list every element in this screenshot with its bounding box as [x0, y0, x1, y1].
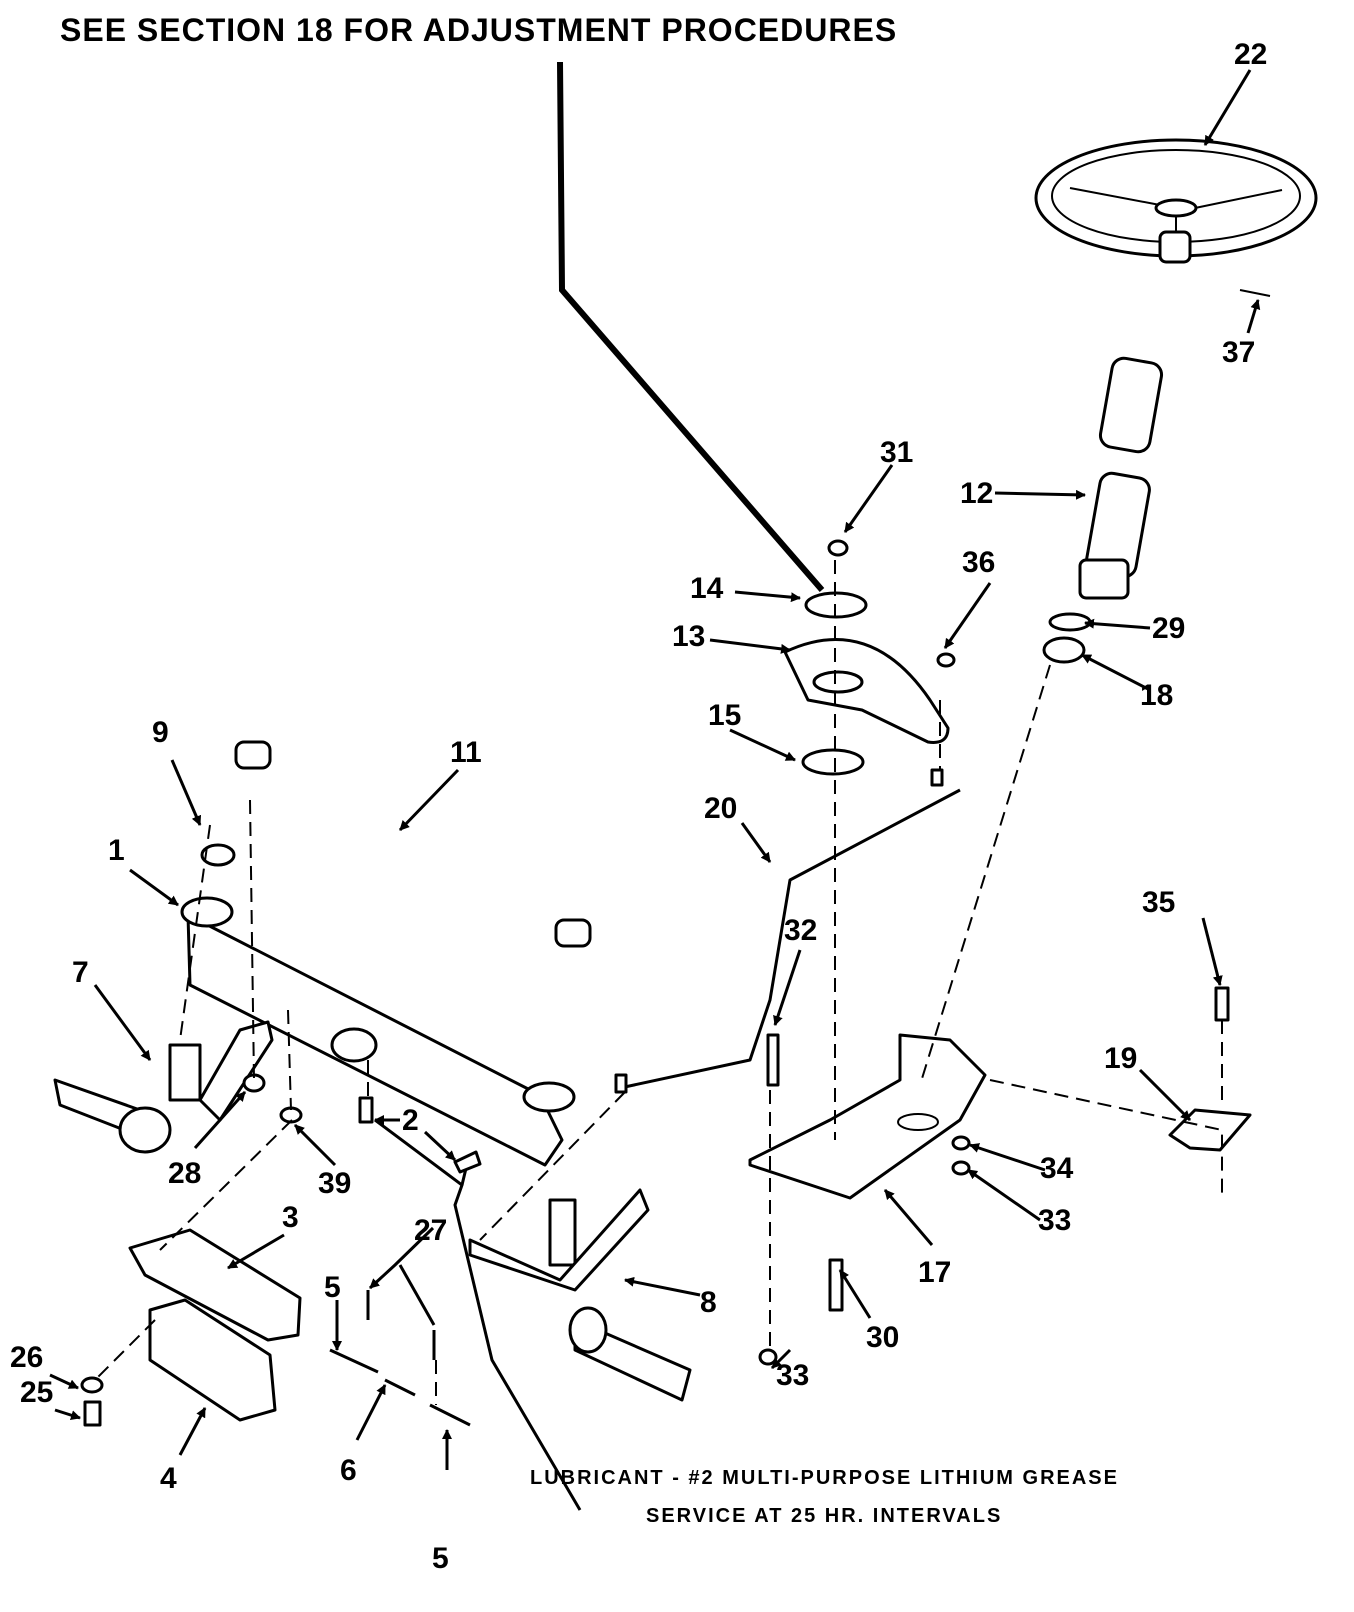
- callout-22: 22: [1234, 38, 1267, 71]
- callout-26: 26: [10, 1341, 43, 1374]
- adjustment-pointer-line: [557, 61, 825, 592]
- callout-arrows: [49, 69, 1261, 1470]
- callout-32: 32: [784, 914, 817, 947]
- lubricant-note-line1: LUBRICANT - #2 MULTI-PURPOSE LITHIUM GRE…: [530, 1467, 1119, 1489]
- callout-13: 13: [672, 620, 705, 653]
- right-spindle: [468, 1188, 692, 1402]
- callout-34: 34: [1040, 1152, 1074, 1185]
- lubricant-note-line2: SERVICE AT 25 HR. INTERVALS: [646, 1505, 1003, 1527]
- drag-link: [619, 788, 961, 1090]
- callout-29: 29: [1152, 612, 1185, 645]
- alignment-line: [94, 1319, 156, 1381]
- callout-11: 11: [450, 736, 482, 769]
- callout-5-lower: 5: [432, 1542, 449, 1575]
- axle-pivot-bracket: [80, 1228, 302, 1427]
- callout-27: 27: [414, 1214, 447, 1247]
- steering-shaft: [1042, 356, 1164, 664]
- sector-gear: [783, 539, 956, 776]
- callout-28: 28: [168, 1157, 201, 1190]
- callout-33: 33: [1038, 1204, 1071, 1237]
- alignment-line: [287, 1009, 292, 1111]
- callout-37: 37: [1222, 336, 1255, 369]
- callout-25: 25: [20, 1376, 53, 1409]
- callout-14: 14: [690, 572, 724, 605]
- lubricant-pointer-line: [374, 1118, 582, 1511]
- callout-39: 39: [318, 1167, 351, 1200]
- alignment-line: [159, 1119, 293, 1251]
- callout-3: 3: [282, 1201, 299, 1234]
- callout-20: 20: [704, 792, 737, 825]
- diagram-heading: SEE SECTION 18 FOR ADJUSTMENT PROCEDURES: [60, 12, 898, 48]
- callout-15: 15: [708, 699, 741, 732]
- callout-4: 4: [160, 1462, 177, 1495]
- alignment-line: [179, 824, 211, 1041]
- alignment-line: [249, 799, 255, 1081]
- callout-7: 7: [72, 956, 89, 989]
- callout-1: 1: [108, 834, 125, 867]
- callout-19: 19: [1104, 1042, 1137, 1075]
- callout-17: 17: [918, 1256, 951, 1289]
- callout-8: 8: [700, 1286, 717, 1319]
- callout-36: 36: [962, 546, 995, 579]
- steering-wheel: [1034, 138, 1318, 297]
- callout-31: 31: [880, 436, 913, 469]
- alignment-line: [919, 664, 1051, 1086]
- tie-rod: [234, 740, 592, 948]
- pivot-pins: [329, 1290, 471, 1427]
- callout-12: 12: [960, 477, 993, 510]
- callout-18: 18: [1140, 679, 1173, 712]
- steering-plate: [748, 1033, 1252, 1200]
- alignment-line: [479, 1091, 626, 1241]
- callout-5: 5: [324, 1271, 341, 1304]
- callout-30: 30: [866, 1321, 899, 1354]
- callout-6: 6: [340, 1454, 357, 1487]
- alignment-line: [989, 1079, 1223, 1200]
- callout-33-lower: 33: [776, 1359, 809, 1392]
- left-spindle: [53, 1020, 274, 1154]
- callout-9: 9: [152, 716, 169, 749]
- callout-2: 2: [402, 1104, 419, 1137]
- callout-35: 35: [1142, 886, 1175, 919]
- front-axle: [180, 843, 576, 1167]
